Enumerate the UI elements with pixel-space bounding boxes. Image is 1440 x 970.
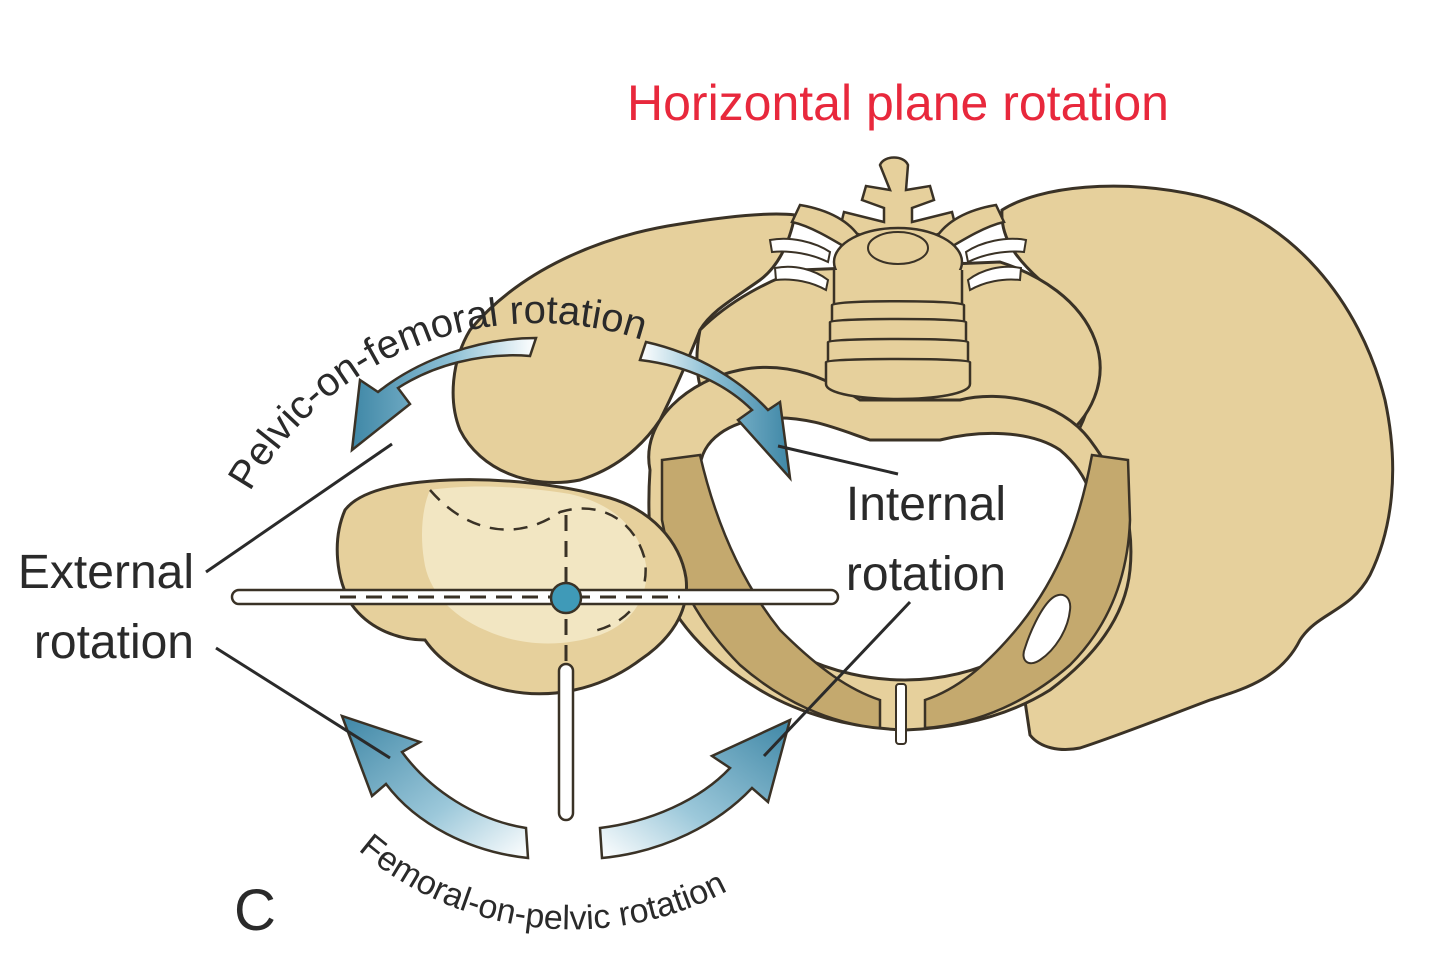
pivot-point bbox=[549, 581, 583, 615]
femoral-head-dashed-outline bbox=[429, 489, 647, 634]
vertebral-discs bbox=[824, 270, 972, 401]
rotation-axis bbox=[230, 515, 840, 822]
left-obturator-region bbox=[660, 453, 882, 730]
internal-rotation-label-line2: rotation bbox=[846, 548, 1006, 601]
pelvic-external-arrow bbox=[350, 336, 538, 453]
pubic-symphysis bbox=[895, 683, 907, 745]
pelvis-illustration bbox=[230, 156, 1395, 822]
rotation-arrows bbox=[339, 336, 792, 860]
internal-rotation-label-line1: Internal bbox=[846, 478, 1006, 531]
right-obturator-foramen bbox=[1022, 593, 1072, 665]
internal-leader-bottom bbox=[762, 600, 912, 758]
external-leader-bottom bbox=[215, 646, 391, 760]
leader-lines bbox=[205, 442, 912, 760]
femoral-on-pelvic-label: Femoral-on-pelvic rotation bbox=[353, 827, 732, 938]
right-obturator-region bbox=[923, 453, 1132, 730]
internal-leader-top bbox=[777, 444, 899, 476]
lumbar-spine bbox=[768, 156, 1028, 401]
femoral-external-arrow bbox=[339, 713, 530, 860]
femoral-internal-arrow bbox=[598, 717, 792, 860]
external-rotation-label-line1: External bbox=[18, 546, 194, 599]
vertical-axis-bar bbox=[557, 662, 575, 822]
external-leader-top bbox=[205, 442, 393, 574]
external-rotation-label-line2: rotation bbox=[34, 616, 194, 669]
panel-letter: C bbox=[234, 878, 276, 943]
diagram-title: Horizontal plane rotation bbox=[627, 75, 1169, 131]
pelvic-internal-arrow bbox=[638, 340, 792, 482]
